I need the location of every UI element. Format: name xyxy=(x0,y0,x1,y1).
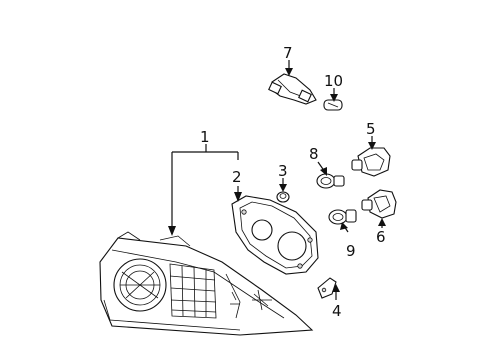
socket-5 xyxy=(351,147,391,177)
gasket xyxy=(231,195,319,275)
bracket xyxy=(317,277,337,299)
bulb-9 xyxy=(328,209,357,225)
callout-1-leaders xyxy=(168,144,239,236)
callout-7: 7 xyxy=(283,44,293,62)
callout-5: 5 xyxy=(366,120,376,138)
callout-8: 8 xyxy=(309,145,319,163)
bulb-10 xyxy=(323,99,343,111)
callout-10: 10 xyxy=(324,72,343,90)
screw xyxy=(276,191,290,203)
callout-2: 2 xyxy=(232,168,242,186)
socket-6 xyxy=(361,189,397,219)
socket-7 xyxy=(268,73,317,105)
callout-3: 3 xyxy=(278,162,288,180)
callout-6: 6 xyxy=(376,228,386,246)
callout-1: 1 xyxy=(200,128,210,146)
bulb-8 xyxy=(316,173,345,189)
tail-lamp-assembly xyxy=(99,231,314,336)
callout-4: 4 xyxy=(332,302,342,320)
callout-9: 9 xyxy=(346,242,356,260)
